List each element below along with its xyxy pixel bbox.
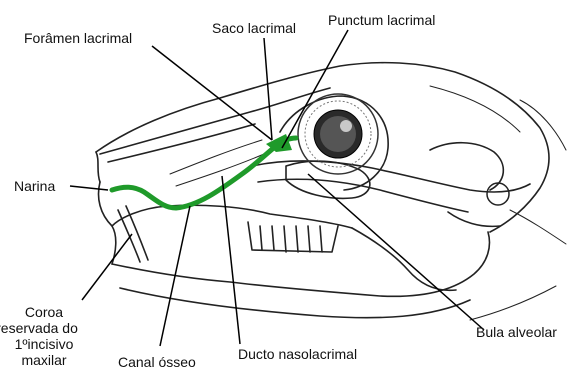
label-punctum-lacrimal: Punctum lacrimal bbox=[328, 12, 435, 28]
eye bbox=[298, 94, 378, 174]
label-canal-osseo: Canal ósseo bbox=[118, 354, 196, 370]
label-narina: Narina bbox=[14, 178, 55, 194]
label-foramen-lacrimal: Forâmen lacrimal bbox=[24, 30, 132, 46]
label-ducto-nasolacrimal: Ducto nasolacrimal bbox=[238, 346, 357, 362]
label-coroa-line3: 1ºincisivo bbox=[0, 336, 88, 352]
leader-foramen bbox=[152, 46, 272, 140]
nasolacrimal-duct bbox=[112, 134, 296, 208]
auditory-bulla bbox=[487, 183, 509, 205]
leader-ducto bbox=[222, 176, 240, 344]
leader-narina bbox=[70, 186, 108, 190]
label-saco-lacrimal: Saco lacrimal bbox=[212, 20, 296, 36]
label-bula-alveolar: Bula alveolar bbox=[476, 324, 557, 340]
label-coroa: Coroa reservada do 1ºincisivo maxilar bbox=[0, 304, 88, 368]
label-coroa-line2: reservada do bbox=[0, 320, 88, 336]
leader-bula bbox=[308, 174, 484, 330]
label-coroa-line1: Coroa bbox=[0, 304, 88, 320]
leader-saco bbox=[264, 38, 272, 140]
leader-canal bbox=[160, 206, 190, 346]
skull-outline bbox=[96, 63, 566, 320]
label-coroa-line4: maxilar bbox=[0, 352, 88, 368]
